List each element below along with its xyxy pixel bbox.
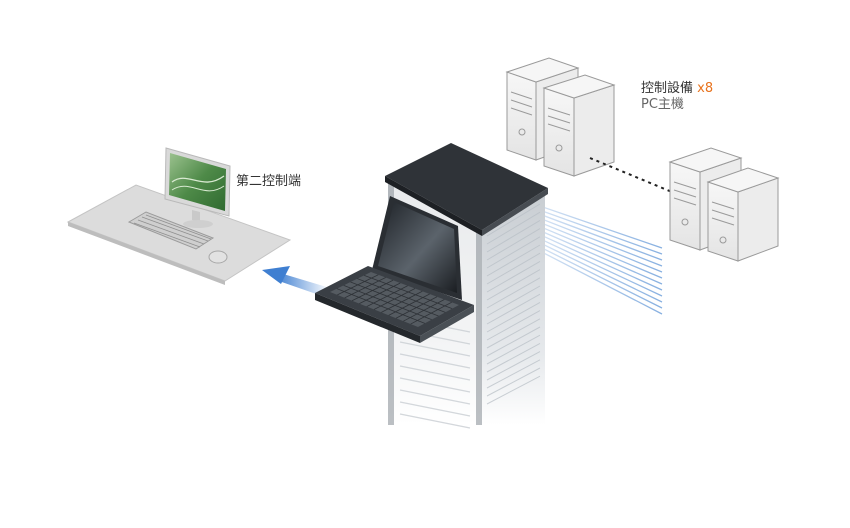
rack-side-vents (486, 203, 541, 405)
mouse (208, 250, 228, 264)
pc-tower-group-a (505, 57, 616, 177)
pc-tower (706, 167, 780, 262)
pc-host-text: PC主機 (641, 97, 684, 112)
console-keyboard (330, 272, 459, 327)
desk-edge (68, 222, 225, 285)
monitor (164, 147, 231, 228)
keyboard (127, 211, 215, 250)
second-console-workstation (66, 147, 292, 285)
pc-tower-group-b (668, 147, 780, 262)
lcd-console-drawer (315, 196, 474, 343)
control-devices-text: 控制設備 (641, 81, 694, 96)
dotted-connector (589, 157, 673, 193)
second-console-label: 第二控制端 (236, 174, 302, 189)
control-devices-label: 控制設備 x8 PC主機 (641, 81, 713, 113)
connection-arrow (262, 266, 330, 296)
rack-top (385, 143, 548, 230)
quantity-text: x8 (697, 81, 714, 96)
pc-tower (542, 74, 616, 177)
